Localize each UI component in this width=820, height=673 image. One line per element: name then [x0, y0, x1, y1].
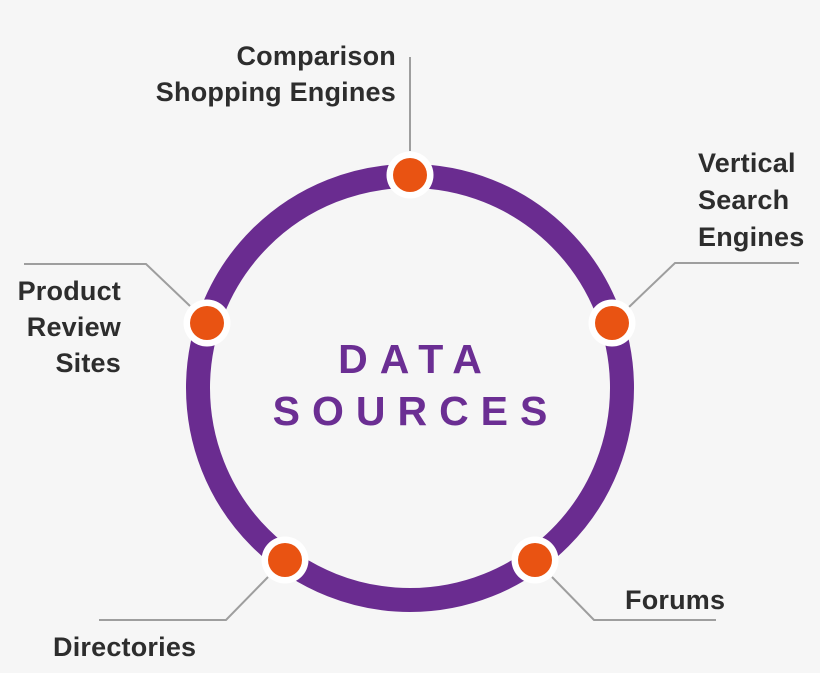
center-title: DATA SOURCES [261, 333, 560, 437]
label-directories: Directories [53, 629, 196, 665]
dot-icon [393, 158, 427, 192]
label-comparison-shopping-engines: Comparison Shopping Engines [96, 38, 396, 110]
label-line: Directories [53, 632, 197, 662]
dot-icon [268, 543, 302, 577]
label-line: Comparison [236, 41, 396, 71]
label-line: Engines [698, 222, 805, 252]
center-title-line2: SOURCES [272, 388, 560, 434]
node-dot-vertical-search-engines [588, 299, 636, 347]
label-line: Forums [625, 585, 726, 615]
node-dot-forums [511, 536, 559, 584]
label-line: Shopping Engines [155, 77, 396, 107]
connector-vertical-search-engines [628, 262, 799, 308]
node-dot-comparison-shopping-engines [386, 151, 434, 199]
dot-icon [190, 306, 224, 340]
label-line: Vertical [698, 148, 796, 178]
label-line: Review [26, 312, 121, 342]
label-line: Search [698, 185, 790, 215]
center-title-line1: DATA [338, 336, 494, 382]
label-line: Product [17, 276, 121, 306]
connector-forums [551, 576, 716, 621]
dot-icon [518, 543, 552, 577]
label-line: Sites [55, 348, 121, 378]
label-forums: Forums [625, 582, 725, 618]
connector-directories [99, 576, 269, 621]
node-dot-product-review-sites [183, 299, 231, 347]
connector-product-review-sites [24, 263, 191, 307]
label-product-review-sites: Product Review Sites [0, 273, 121, 381]
node-dot-directories [261, 536, 309, 584]
dot-icon [595, 306, 629, 340]
label-vertical-search-engines: Vertical Search Engines [698, 145, 804, 256]
